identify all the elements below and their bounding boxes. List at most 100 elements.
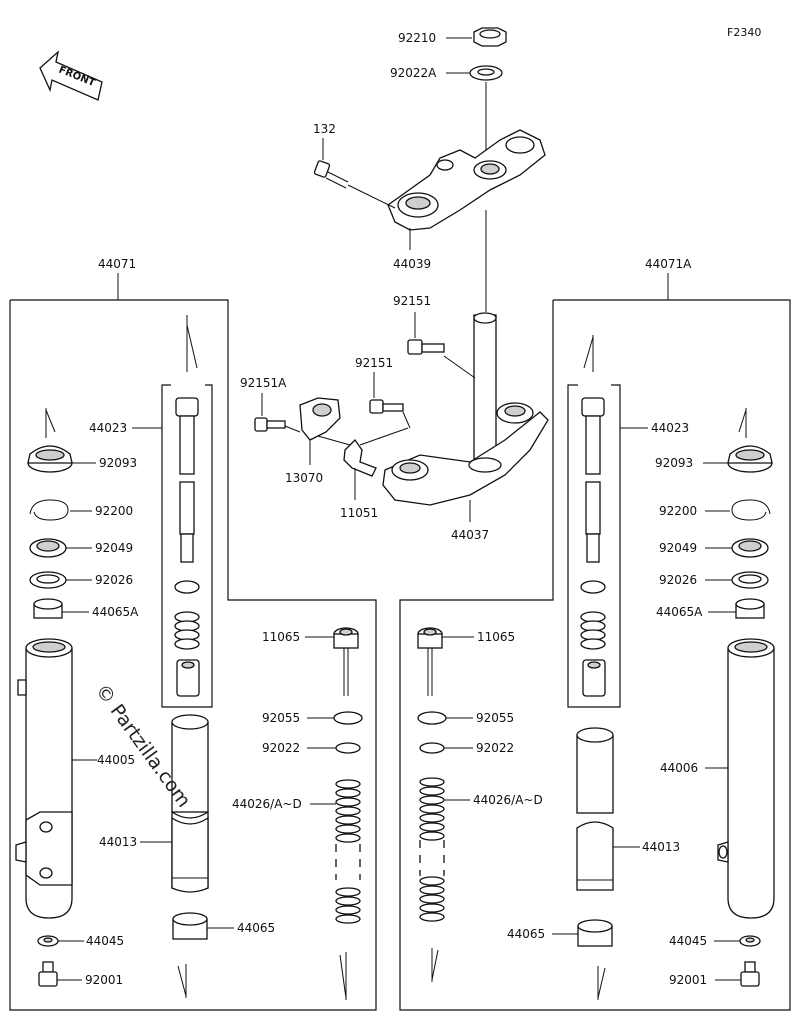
label-13070: 13070 [285,471,323,485]
front-arrow-icon: FRONT [39,50,103,101]
washer-92022-left [335,742,361,754]
washer-92026-right [731,571,769,589]
right-damper-box [567,384,621,708]
label-92022a: 92022A [390,66,437,80]
spring-coil [335,824,361,834]
label-44026-right: 44026/A~D [473,793,543,807]
label-44013-right: 44013 [642,840,680,854]
spring-coil [419,786,445,796]
label-44039: 44039 [393,257,431,271]
damper-rod-44023-right [581,397,605,563]
spring-coil [419,804,445,814]
spring-coil [335,797,361,807]
label-92055-right: 92055 [476,711,514,725]
damper-piston-right [582,659,606,697]
label-44023-left: 44023 [89,421,127,435]
damper-piston-left [176,659,200,697]
circlip-92200-right [731,499,771,521]
cap-bolt-11065-right [417,627,443,696]
label-92151a: 92151A [240,376,287,390]
label-44045-left: 44045 [86,934,124,948]
small-spring-left [174,611,200,650]
bushing-44065-right [577,919,613,947]
washer-92026-left [29,571,67,589]
label-92055-left: 92055 [262,711,300,725]
label-92093-left: 92093 [99,456,137,470]
spring-coil [335,914,361,924]
label-92049-left: 92049 [95,541,133,555]
dust-seal-92093-left [27,445,73,473]
circlip-92200-left [29,499,69,521]
spring-coil [335,788,361,798]
figure-code: F2340 [727,26,761,39]
outer-tube-44006 [717,638,775,919]
label-92210: 92210 [398,31,436,45]
stem-44037 [382,312,549,506]
label-11065-left: 11065 [262,630,300,644]
label-92151-a: 92151 [393,294,431,308]
oil-seal-92049-right [731,538,769,558]
cap-bolt-11065-left [333,627,359,696]
spring-coil [335,833,361,843]
bracket-11051 [343,438,377,477]
bolt-92151a [254,417,286,432]
spring-coil [419,876,445,886]
washer-92022a [469,65,503,81]
nut-92210 [473,27,507,47]
label-44071: 44071 [98,257,136,271]
bushing-44065a-right [735,598,765,619]
label-92093-right: 92093 [655,456,693,470]
label-92001-right: 92001 [669,973,707,987]
spring-coil [335,905,361,915]
spring-coil [335,896,361,906]
ring-right [580,580,606,594]
spring-coil [419,912,445,922]
label-92200-left: 92200 [95,504,133,518]
label-11065-right: 11065 [477,630,515,644]
o-ring-92055-right [417,711,447,725]
label-92026-left: 92026 [95,573,133,587]
spring-coil [419,795,445,805]
label-132: 132 [313,122,336,136]
label-44026-left: 44026/A~D [232,797,302,811]
label-92151-b: 92151 [355,356,393,370]
label-44065-right: 44065 [507,927,545,941]
spring-coil [335,887,361,897]
spring-coil [419,894,445,904]
label-44006: 44006 [660,761,698,775]
label-92022-left: 92022 [262,741,300,755]
spring-coil [419,822,445,832]
label-92200-right: 92200 [659,504,697,518]
label-44065a-left: 44065A [92,605,139,619]
washer-44045-right [739,935,761,947]
spring-coil [419,813,445,823]
label-44013-left: 44013 [99,835,137,849]
upper-bracket-44039 [387,129,546,231]
label-92049-right: 92049 [659,541,697,555]
bolt-132 [313,160,349,189]
outer-tube-44005 [15,638,73,919]
bolt-92001-right [740,961,760,987]
spring-coil [419,885,445,895]
inner-tube-44013-right [576,727,614,891]
spring-coil [335,779,361,789]
spring-coil [335,806,361,816]
bushing-44065-left [172,912,208,940]
fork-spring-44026-left [335,779,361,924]
label-44005: 44005 [97,753,135,767]
spring-coil [419,831,445,841]
ring-left [174,580,200,594]
label-44023-right: 44023 [651,421,689,435]
o-ring-92055-left [333,711,363,725]
label-92022-right: 92022 [476,741,514,755]
label-44065-left: 44065 [237,921,275,935]
label-44037: 44037 [451,528,489,542]
dust-seal-92093-right [727,445,773,473]
right-fork-frame [399,299,791,1011]
small-spring-right [580,611,606,650]
label-44065a-right: 44065A [656,605,703,619]
spring-coil [419,777,445,787]
bolt-92151-lower [369,399,404,414]
spring-coil [419,903,445,913]
